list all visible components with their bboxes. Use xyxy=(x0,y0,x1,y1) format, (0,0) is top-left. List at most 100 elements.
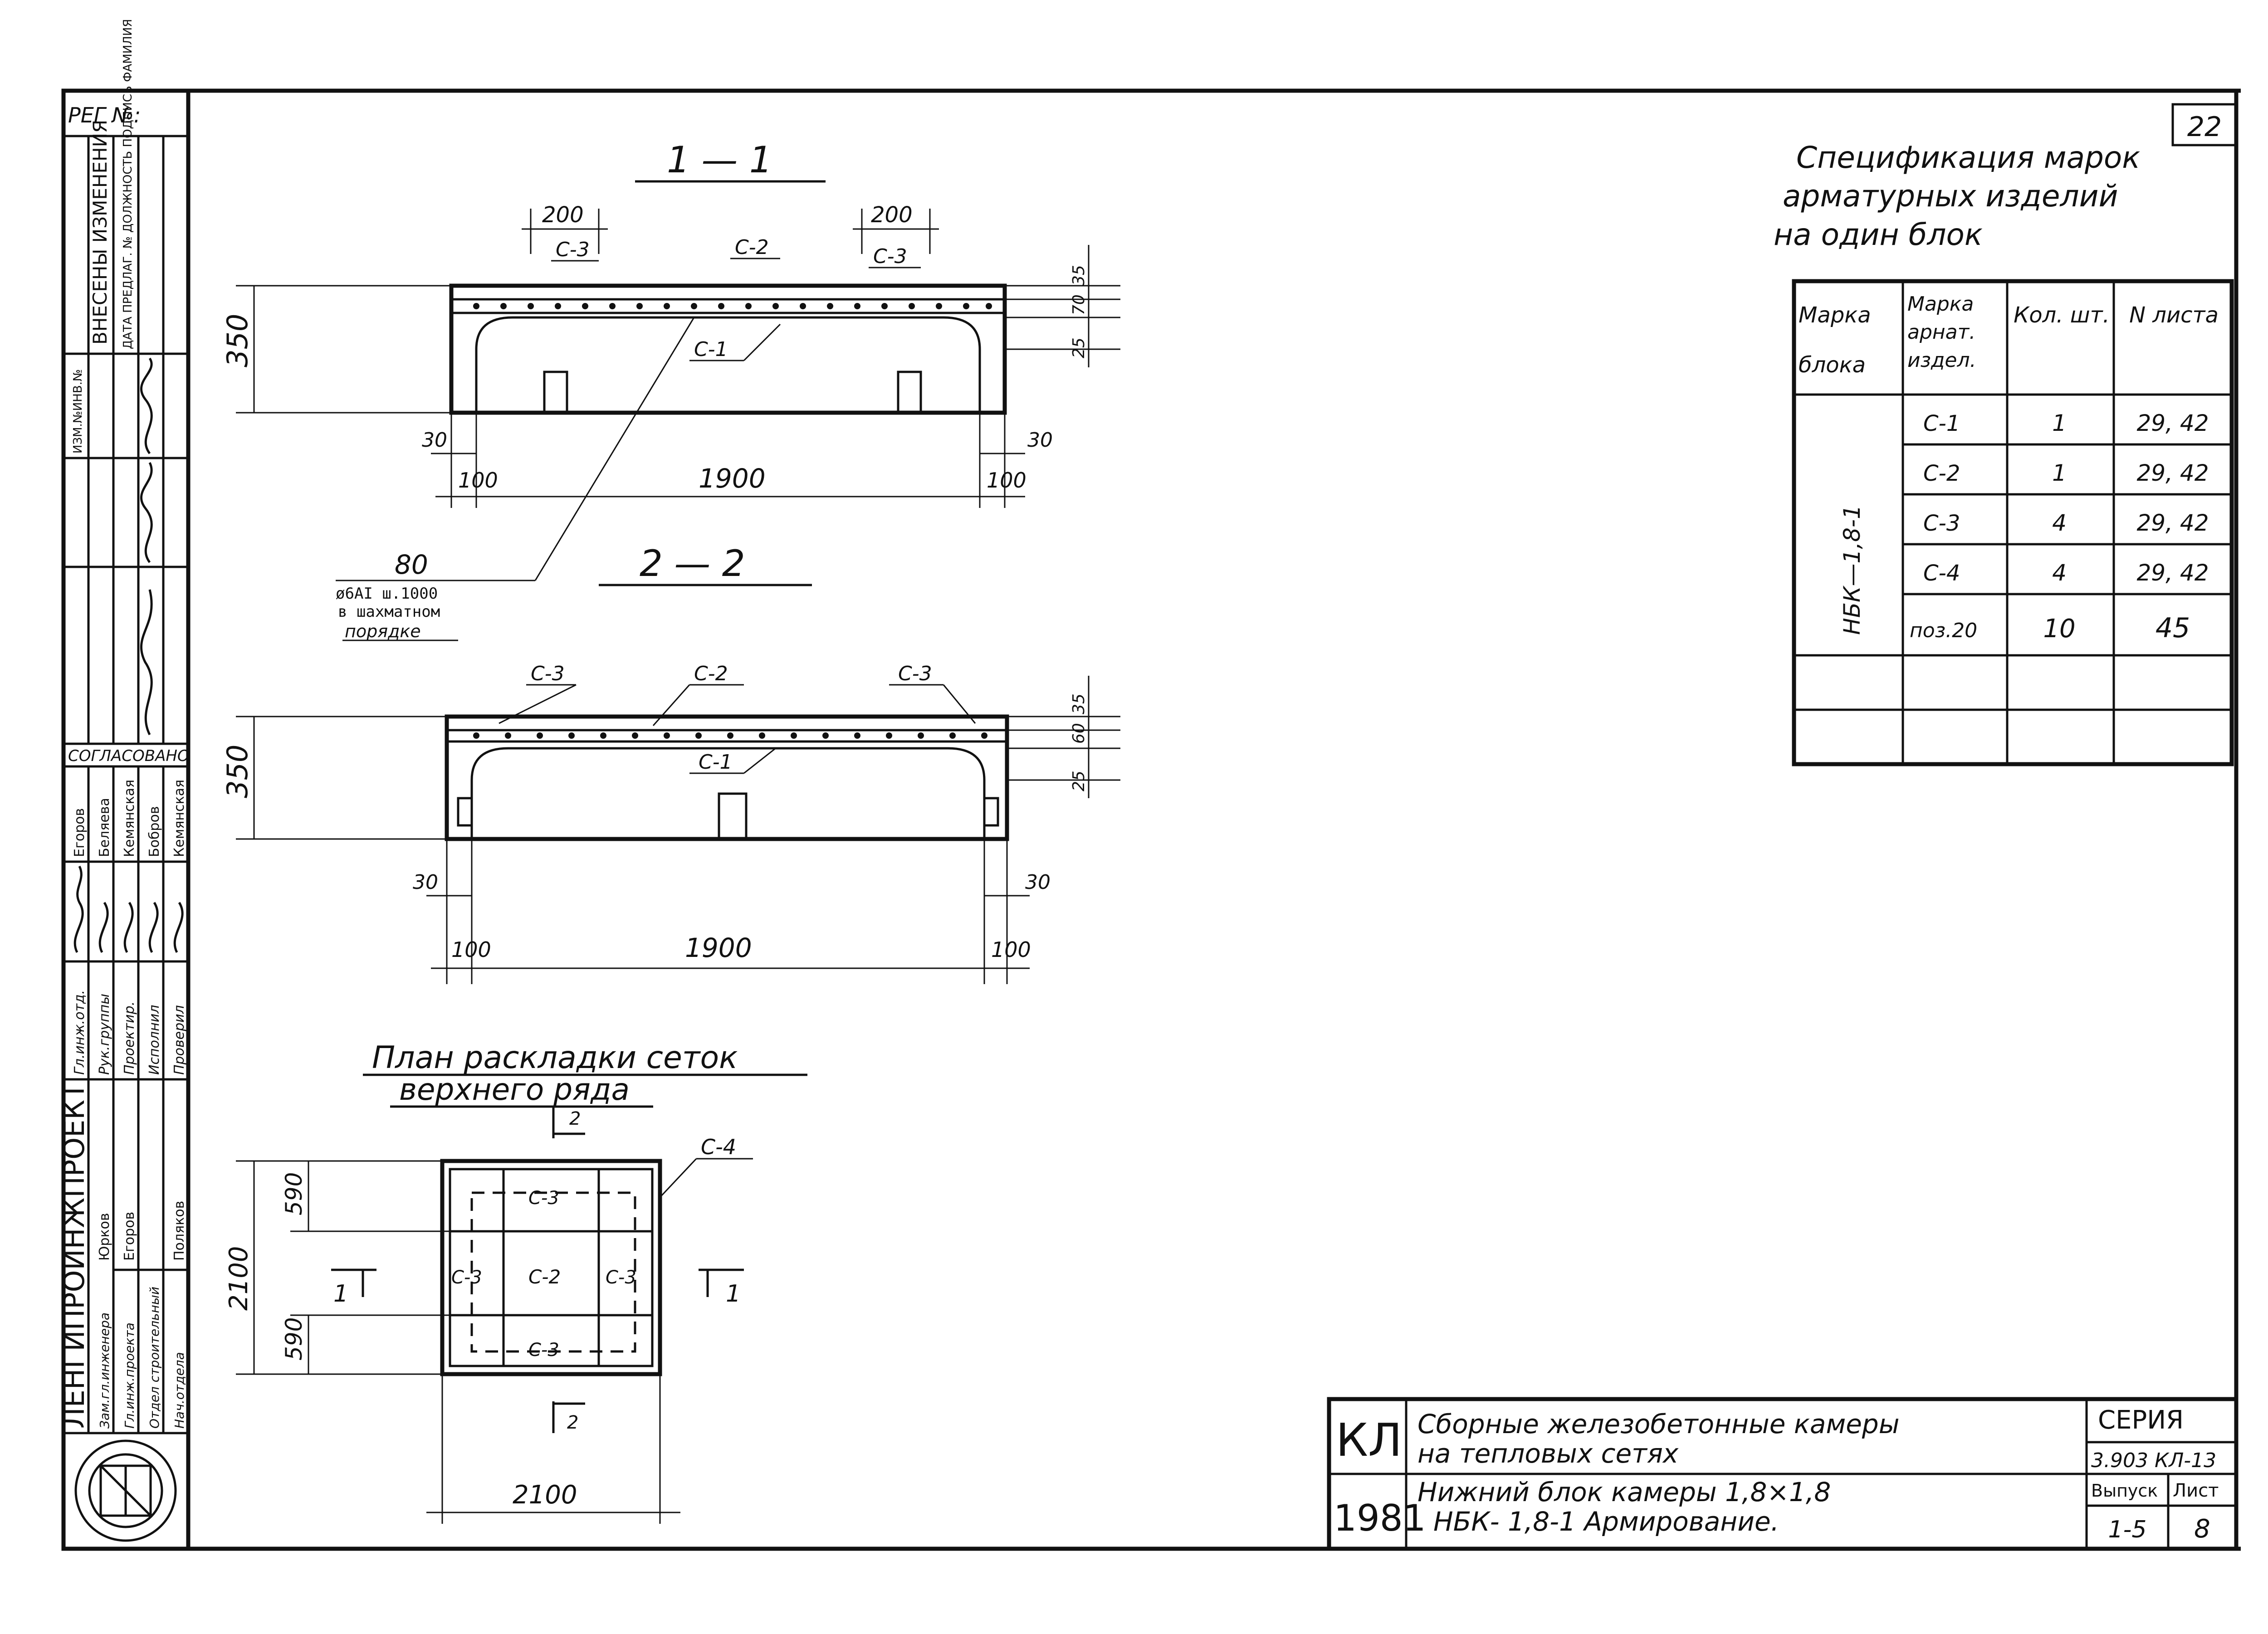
spec-row-3-sheet: 29, 42 xyxy=(2136,510,2209,536)
title-block: КЛ 1981 Сборные железобетонные камеры на… xyxy=(1327,1397,2239,1551)
spec-table: Спецификация марок арматурных изделий на… xyxy=(1774,140,2234,766)
tb-code: КЛ xyxy=(1336,1414,1402,1467)
section-2-2: 2 — 2 С-3 С-2 С-3 С-1 350 xyxy=(221,542,1120,984)
sec1-dim-25: 25 xyxy=(1070,337,1088,358)
plan-label-c3-bottom: С-3 xyxy=(528,1340,559,1361)
sec2-dim-35: 35 xyxy=(1070,693,1088,714)
spec-row-4-sheet: 29, 42 xyxy=(2136,560,2209,586)
sec2-label-c1: С-1 xyxy=(699,751,733,774)
amend-sub: ДАТА ПРЕДЛАГ. № ДОЛЖНОСТЬ ПОДПИСЬ ФАМИЛИ… xyxy=(121,19,135,349)
sec1-dim-30a: 30 xyxy=(422,429,447,452)
role-3: Проектир. xyxy=(122,1001,137,1075)
sec2-dim-100a: 100 xyxy=(451,937,491,962)
sec1-dim-70: 70 xyxy=(1070,294,1088,315)
tb-sheet-label: Лист xyxy=(2173,1480,2219,1501)
sec1-label-c3a: С-3 xyxy=(556,238,590,261)
amend-signature-2 xyxy=(140,462,153,563)
tb-sheet-value: 8 xyxy=(2194,1514,2210,1544)
role-5: Проверил xyxy=(171,1005,187,1075)
spec-row-2-sheet: 29, 42 xyxy=(2136,460,2209,486)
role-2: Рук.группы xyxy=(97,994,112,1075)
page-number: 22 xyxy=(2187,111,2222,143)
tb-line-3: Нижний блок камеры 1,8×1,8 xyxy=(1418,1477,1831,1507)
sec1-dim-350: 350 xyxy=(221,314,254,367)
tb-series-value: 3.903 КЛ-13 xyxy=(2091,1449,2216,1472)
cut-mark-2-top: 2 xyxy=(569,1108,581,1129)
sec2-dim-25: 25 xyxy=(1070,771,1088,791)
callout-value: 80 xyxy=(395,549,428,580)
org-name: ЛЕНГИПРОИНЖПРОЕКТ xyxy=(58,1082,91,1429)
tb-line-2: на тепловых сетях xyxy=(1418,1438,1679,1469)
sec1-dim-1900: 1900 xyxy=(699,463,766,494)
plan-label-c3-top: С-3 xyxy=(528,1188,559,1209)
role-1: Гл.инж.отд. xyxy=(72,990,88,1075)
spec-row-1-sheet: 29, 42 xyxy=(2136,410,2209,436)
sec1-label-c3b: С-3 xyxy=(873,245,907,268)
spec-title-1: Спецификация марок xyxy=(1796,140,2140,175)
plan-dim-590-bottom: 590 xyxy=(281,1317,307,1361)
plan-label-c2: С-2 xyxy=(528,1266,561,1288)
spec-title-2: арматурных изделий xyxy=(1783,179,2118,214)
org-logo xyxy=(74,1439,177,1542)
signature-1 xyxy=(73,865,84,953)
spec-row-2-qty: 1 xyxy=(2052,460,2067,486)
callout-line-3: порядке xyxy=(345,621,421,641)
sec1-dim-100a: 100 xyxy=(458,468,498,493)
sec1-label-c1: С-1 xyxy=(694,338,728,361)
cut-mark-1-right: 1 xyxy=(726,1280,741,1307)
spec-header-sheet: N листа xyxy=(2129,302,2219,328)
signature-2 xyxy=(98,902,109,953)
org-role-2: Гл.инж.проекта xyxy=(122,1322,137,1429)
sec2-dim-1900: 1900 xyxy=(685,932,752,963)
sec2-label-c3a: С-3 xyxy=(531,662,565,685)
spec-row-3-item: С-3 xyxy=(1923,511,1960,536)
role-4: Исполнил xyxy=(147,1005,162,1075)
sec1-dim-100b: 100 xyxy=(987,468,1026,493)
spec-header-qty: Кол. шт. xyxy=(2014,302,2110,328)
spec-row-2-item: С-2 xyxy=(1923,461,1960,486)
spec-row-4-qty: 4 xyxy=(2052,560,2067,586)
sec2-dim-350: 350 xyxy=(221,745,254,798)
sec1-dim-30b: 30 xyxy=(1027,429,1053,452)
sec2-dim-60: 60 xyxy=(1070,723,1088,744)
sec1-dim-200a: 200 xyxy=(542,202,584,228)
org-name-4: Поляков xyxy=(171,1201,187,1261)
spec-row-3-qty: 4 xyxy=(2052,510,2067,536)
rebar-callout: 80 ø6AI ш.1000 в шахматном порядке xyxy=(336,317,695,641)
tb-year: 1981 xyxy=(1334,1497,1426,1539)
mesh-plan: План раскладки сеток верхнего ряда С-4 С… xyxy=(224,1040,807,1524)
amend-no: ИЗМ.№ИНВ.№ xyxy=(71,369,85,454)
spec-block-mark: НБК—1,8-1 xyxy=(1839,505,1865,635)
org-role-3: Отдел строительный xyxy=(147,1287,162,1429)
sec2-label-c3b: С-3 xyxy=(898,662,932,685)
approved-label: СОГЛАСОВАНО xyxy=(68,747,190,765)
spec-row-4-item: С-4 xyxy=(1923,561,1960,586)
spec-row-5-item: поз.20 xyxy=(1910,619,1977,642)
approved-name-5: Кемянская xyxy=(171,780,187,857)
page-number-box: 22 xyxy=(2171,103,2238,146)
plan-label-c3-right: С-3 xyxy=(606,1267,636,1288)
sec2-dim-30b: 30 xyxy=(1025,871,1051,894)
spec-header-block: Марка блока xyxy=(1799,302,1871,378)
amend-signature xyxy=(140,357,153,454)
spec-header-item: Марка арнат. издел. xyxy=(1907,293,1976,372)
section-1-1: 1 — 1 200 200 С-3 С-2 С-3 С-1 xyxy=(221,139,1120,508)
reg-label: РЕГ №: xyxy=(68,103,141,127)
sec2-label-c2: С-2 xyxy=(694,662,728,685)
org-role-1: Зам.гл.инженера xyxy=(97,1312,112,1429)
spec-title-3: на один блок xyxy=(1774,217,1983,252)
spec-row-5-sheet: 45 xyxy=(2156,612,2190,644)
sec1-label-c2: С-2 xyxy=(735,236,769,259)
plan-dim-590-top: 590 xyxy=(281,1172,307,1215)
cut-mark-2-bottom: 2 xyxy=(567,1412,578,1433)
tb-issue-label: Выпуск xyxy=(2091,1481,2158,1501)
plan-title-1: План раскладки сеток xyxy=(372,1040,738,1076)
callout-line-2: в шахматном xyxy=(338,603,440,621)
sec1-dim-35: 35 xyxy=(1070,265,1088,286)
spec-row-1-qty: 1 xyxy=(2052,410,2067,436)
sec1-dim-200b: 200 xyxy=(871,202,913,228)
org-name-1: Юрков xyxy=(97,1213,112,1261)
tb-issue-value: 1-5 xyxy=(2108,1516,2147,1543)
amend-label: ВНЕСЕНЫ ИЗМЕНЕНИЯ xyxy=(89,120,111,345)
